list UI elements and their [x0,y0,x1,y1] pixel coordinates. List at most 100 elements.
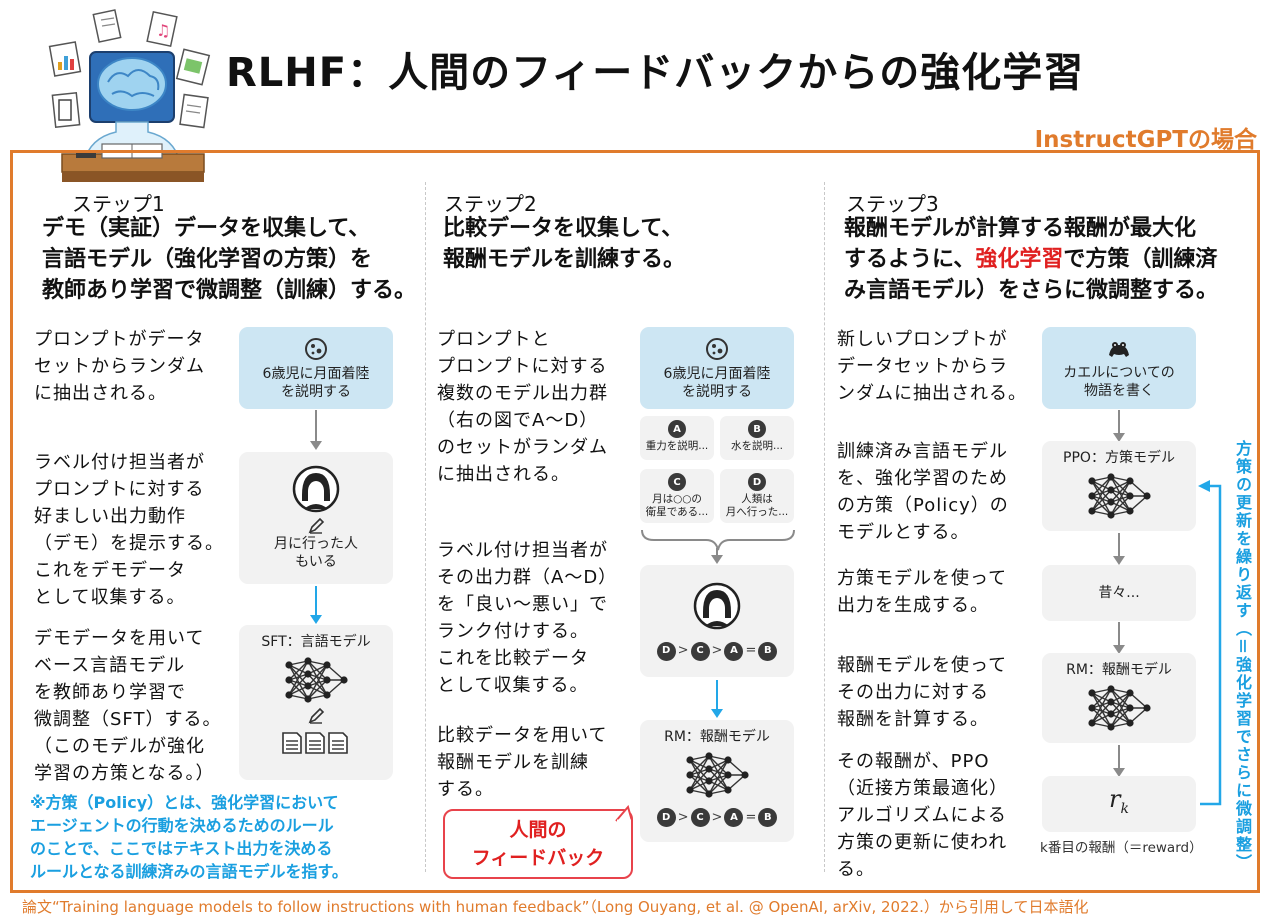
note-line: ルールとなる訓練済みの言語モデルを指す。 [30,862,348,881]
output-text: 月へ行った... [725,506,789,518]
text-line: する。 [437,779,494,800]
step1-demo-box: 月に行った人 もいる [239,452,393,584]
text-line: ラベル付け担当者が [437,540,608,561]
text-line: プロンプトと [437,329,551,350]
step3-desc-sampling: 新しいプロンプトが データセットからラ ンダムに抽出される。 [837,326,1027,407]
step2-desc-train: 比較データを用いて 報酬モデルを訓練 する。 [437,722,607,803]
text-line: プロンプトに対する [34,479,205,500]
model-title: SFT：言語モデル [261,634,371,650]
text-line: の方策（Policy）の [837,495,1009,516]
output-text: 昔々... [1098,585,1140,601]
text-line: 方策モデルを使って [837,568,1008,589]
output-card-a: A 重力を説明... [640,416,714,460]
text-line: モデルとする。 [837,522,970,543]
text-line: その出力に対する [837,682,989,703]
documents-icon [282,732,348,754]
text-line: に抽出される。 [437,464,570,485]
rank-letter: B [758,641,778,661]
step3-reward-model-box: RM：報酬モデル [1042,653,1196,743]
flow-arrow [310,410,322,450]
model-title: RM：報酬モデル [1066,662,1172,678]
highlight-text: 強化学習 [975,247,1064,272]
flow-arrow [1113,622,1125,654]
step1-desc-sft: デモデータを用いて ベース言語モデル を教師あり学習で 微調整（SFT）する。 … [34,625,221,787]
page-subtitle: InstructGPTの場合 [1034,127,1257,153]
text-line: 報酬を計算する。 [837,709,989,730]
frog-icon [1109,341,1129,357]
text-line: に抽出される。 [34,383,167,404]
column-divider [824,182,825,872]
labeler-avatar-icon [693,582,741,629]
text-line: プロンプトがデータ [34,329,205,350]
step1-heading: デモ（実証）データを収集して、 言語モデル（強化学習の方策）を 教師あり学習で微… [42,213,416,306]
rank-letter: D [656,808,676,827]
text-line: 学習の方策となる。） [34,763,215,784]
neural-network-icon [1088,473,1151,519]
text-line: 訓練済み言語モデル [837,441,1008,462]
ranking-order: D > C > A = B [656,808,778,827]
text-line: 複数のモデル出力群 [437,383,608,404]
svg-text:♫: ♫ [156,21,170,40]
output-text: 月は○○の [652,493,702,505]
heading-text: で方策（訓練済 [1063,247,1218,272]
output-text: 水を説明... [730,440,783,452]
music-note-icon: ♫ [146,10,178,48]
text-line: を教師あり学習で [34,682,186,703]
heading-line: デモ（実証）データを収集して、 [42,216,371,241]
loop-arrow [1198,480,1222,806]
rank-letter: B [758,808,778,827]
output-text: 人類は [741,493,773,505]
step1-prompt-box: 6歳児に月面着陸 を説明する [239,327,393,409]
model-title: PPO：方策モデル [1063,450,1175,466]
text-line: ランク付けする。 [437,621,589,642]
text-line: る。 [837,859,875,880]
demo-text: 月に行った人 [274,536,358,552]
column-divider [425,182,426,872]
step1-label: ステップ1 [72,192,165,216]
callout-tail [615,805,633,823]
text-line: として収集する。 [34,587,186,608]
output-letter: C [668,473,686,491]
step2-desc-ranking: ラベル付け担当者が その出力群（A～D） を「良い～悪い」で ランク付けする。 … [437,537,617,699]
step3-desc-policy: 訓練済み言語モデル を、強化学習のため の方策（Policy）の モデルとする。 [837,438,1009,546]
heading-line: み言語モデル）をさらに微調整する。 [844,278,1219,303]
text-line: （近接方策最適化） [837,778,1008,799]
neural-network-icon [1088,685,1151,731]
citation-footer: 論文“Training language models to follow in… [22,898,1089,916]
step3-output-box: 昔々... [1042,565,1196,621]
loop-label: 方策の更新を繰り返す（＝強化学習でさらに微調整） [1233,440,1252,873]
text-line: セットからランダム [34,356,205,377]
page-title: RLHF：人間のフィードバックからの強化学習 [226,50,1085,96]
demo-text: もいる [295,554,337,570]
text-line: データセットからラ [837,356,1008,377]
pencil-icon [308,707,325,724]
reward-letter: r [1109,785,1121,814]
rank-letter: C [690,808,710,827]
flow-arrow-blue [310,586,322,624]
flow-arrow [1113,410,1125,442]
rank-operator: = [745,809,757,825]
text-line: これをデモデータ [34,560,186,581]
step3-desc-reward: 報酬モデルを使って その出力に対する 報酬を計算する。 [837,652,1007,733]
reward-index: k [1120,800,1129,817]
text-line: のセットがランダム [437,437,608,458]
prompt-text: 6歳児に月面着陸 [663,365,771,382]
pencil-icon [308,517,325,534]
text-line: これを比較データ [437,648,589,669]
heading-line: 報酬モデルが計算する報酬が最大化 [844,216,1197,241]
step1-sft-model-box: SFT：言語モデル [239,625,393,780]
flow-arrow [1113,745,1125,777]
brain-computer-illustration: ♫ [48,9,211,182]
output-text: 衛星である... [645,506,709,518]
text-line: 微調整（SFT）する。 [34,709,222,730]
text-line: ラベル付け担当者が [34,452,205,473]
text-line: アルゴリズムによる [837,805,1007,826]
callout-text: 人間の [509,819,567,841]
policy-note: ※方策（Policy）とは、強化学習において エージェントの行動を決めるためのル… [30,791,348,883]
film-icon [51,92,81,128]
text-line: 方策の更新に使われ [837,832,1008,853]
step2-reward-model-box: RM：報酬モデル D > C > A = B [640,720,794,842]
bar-chart-icon [48,41,82,77]
step3-heading: 報酬モデルが計算する報酬が最大化 するように、強化学習で方策（訓練済 み言語モデ… [844,213,1218,306]
reward-symbol: rk [1109,787,1129,818]
